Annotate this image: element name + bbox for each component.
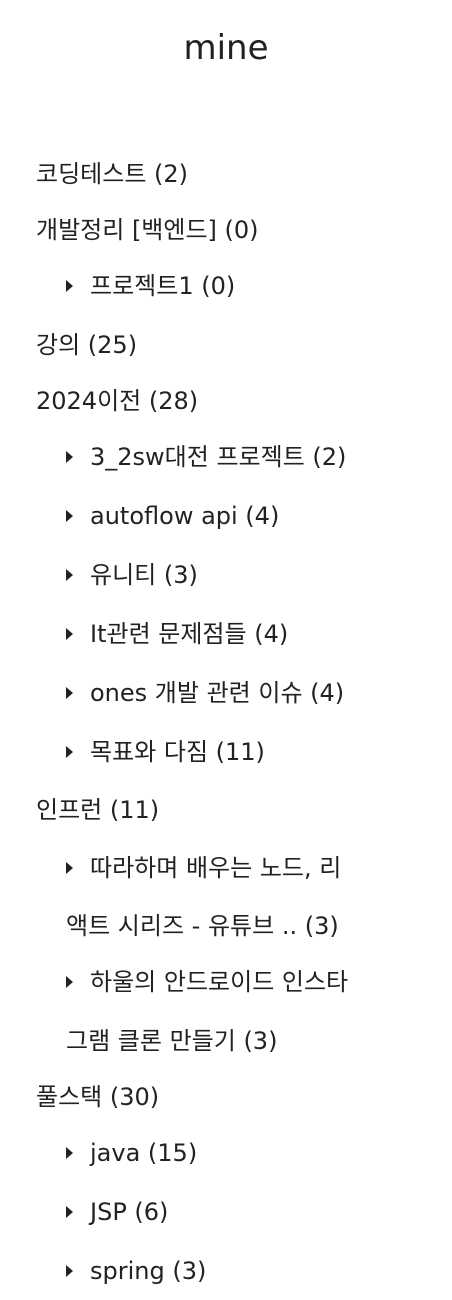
subcategory-item-project1[interactable]: 프로젝트1 (0) [66, 270, 235, 302]
caret-right-icon [66, 1147, 73, 1159]
subcategory-label: autoflow api (4) [90, 502, 280, 530]
caret-right-icon [66, 1265, 73, 1277]
subcategory-item-spring[interactable]: spring (3) [66, 1255, 206, 1287]
caret-right-icon [66, 451, 73, 463]
caret-right-icon [66, 862, 73, 874]
category-label: 개발정리 [백엔드] (0) [36, 216, 259, 244]
subcategory-item-unity[interactable]: 유니티 (3) [66, 559, 198, 591]
subcategory-label: It관련 문제점들 (4) [90, 620, 289, 648]
category-label: 인프런 (11) [36, 796, 160, 824]
subcategory-label: 액트 시리즈 - 유튜브 .. (3) [66, 912, 339, 940]
subcategory-label: 그램 클론 만들기 (3) [66, 1027, 278, 1055]
caret-right-icon [66, 280, 73, 292]
caret-right-icon [66, 569, 73, 581]
subcategory-label: spring (3) [90, 1257, 207, 1285]
category-item-lecture[interactable]: 강의 (25) [36, 329, 137, 361]
page-title: mine [183, 28, 269, 68]
category-label: 풀스택 (30) [36, 1083, 160, 1111]
subcategory-label: 유니티 (3) [90, 561, 198, 589]
subcategory-item-node-react[interactable]: 따라하며 배우는 노드, 리 [66, 852, 341, 884]
subcategory-label-continued[interactable]: 액트 시리즈 - 유튜브 .. (3) [66, 910, 339, 942]
subcategory-item-instagram-clone[interactable]: 하울의 안드로이드 인스타 [66, 966, 348, 998]
subcategory-item-sw-contest[interactable]: 3_2sw대전 프로젝트 (2) [66, 441, 346, 473]
caret-right-icon [66, 1206, 73, 1218]
category-label: 코딩테스트 (2) [36, 160, 189, 188]
subcategory-label: 따라하며 배우는 노드, 리 [90, 854, 342, 882]
subcategory-label: ones 개발 관련 이슈 (4) [90, 679, 345, 707]
subcategory-item-jsp[interactable]: JSP (6) [66, 1196, 168, 1228]
subcategory-item-it-issues[interactable]: It관련 문제점들 (4) [66, 618, 288, 650]
category-item-fullstack[interactable]: 풀스택 (30) [36, 1081, 159, 1113]
caret-right-icon [66, 976, 73, 988]
subcategory-label: 하울의 안드로이드 인스타 [90, 968, 349, 996]
subcategory-label: JSP (6) [90, 1198, 169, 1226]
subcategory-label-continued[interactable]: 그램 클론 만들기 (3) [66, 1025, 277, 1057]
caret-right-icon [66, 628, 73, 640]
subcategory-label: 목표와 다짐 (11) [90, 738, 265, 766]
caret-right-icon [66, 510, 73, 522]
subcategory-item-autoflow-api[interactable]: autoflow api (4) [66, 500, 279, 532]
subcategory-item-java[interactable]: java (15) [66, 1137, 197, 1169]
category-item-inflearn[interactable]: 인프런 (11) [36, 794, 159, 826]
caret-right-icon [66, 746, 73, 758]
category-item-before-2024[interactable]: 2024이전 (28) [36, 385, 198, 417]
category-label: 강의 (25) [36, 331, 138, 359]
category-label: 2024이전 (28) [36, 387, 199, 415]
category-item-dev-backend[interactable]: 개발정리 [백엔드] (0) [36, 214, 259, 246]
subcategory-label: java (15) [90, 1139, 198, 1167]
category-item-coding-test[interactable]: 코딩테스트 (2) [36, 158, 188, 190]
subcategory-label: 프로젝트1 (0) [90, 272, 236, 300]
subcategory-item-goals[interactable]: 목표와 다짐 (11) [66, 736, 265, 768]
subcategory-label: 3_2sw대전 프로젝트 (2) [90, 443, 347, 471]
caret-right-icon [66, 687, 73, 699]
subcategory-item-ones-dev[interactable]: ones 개발 관련 이슈 (4) [66, 677, 344, 709]
